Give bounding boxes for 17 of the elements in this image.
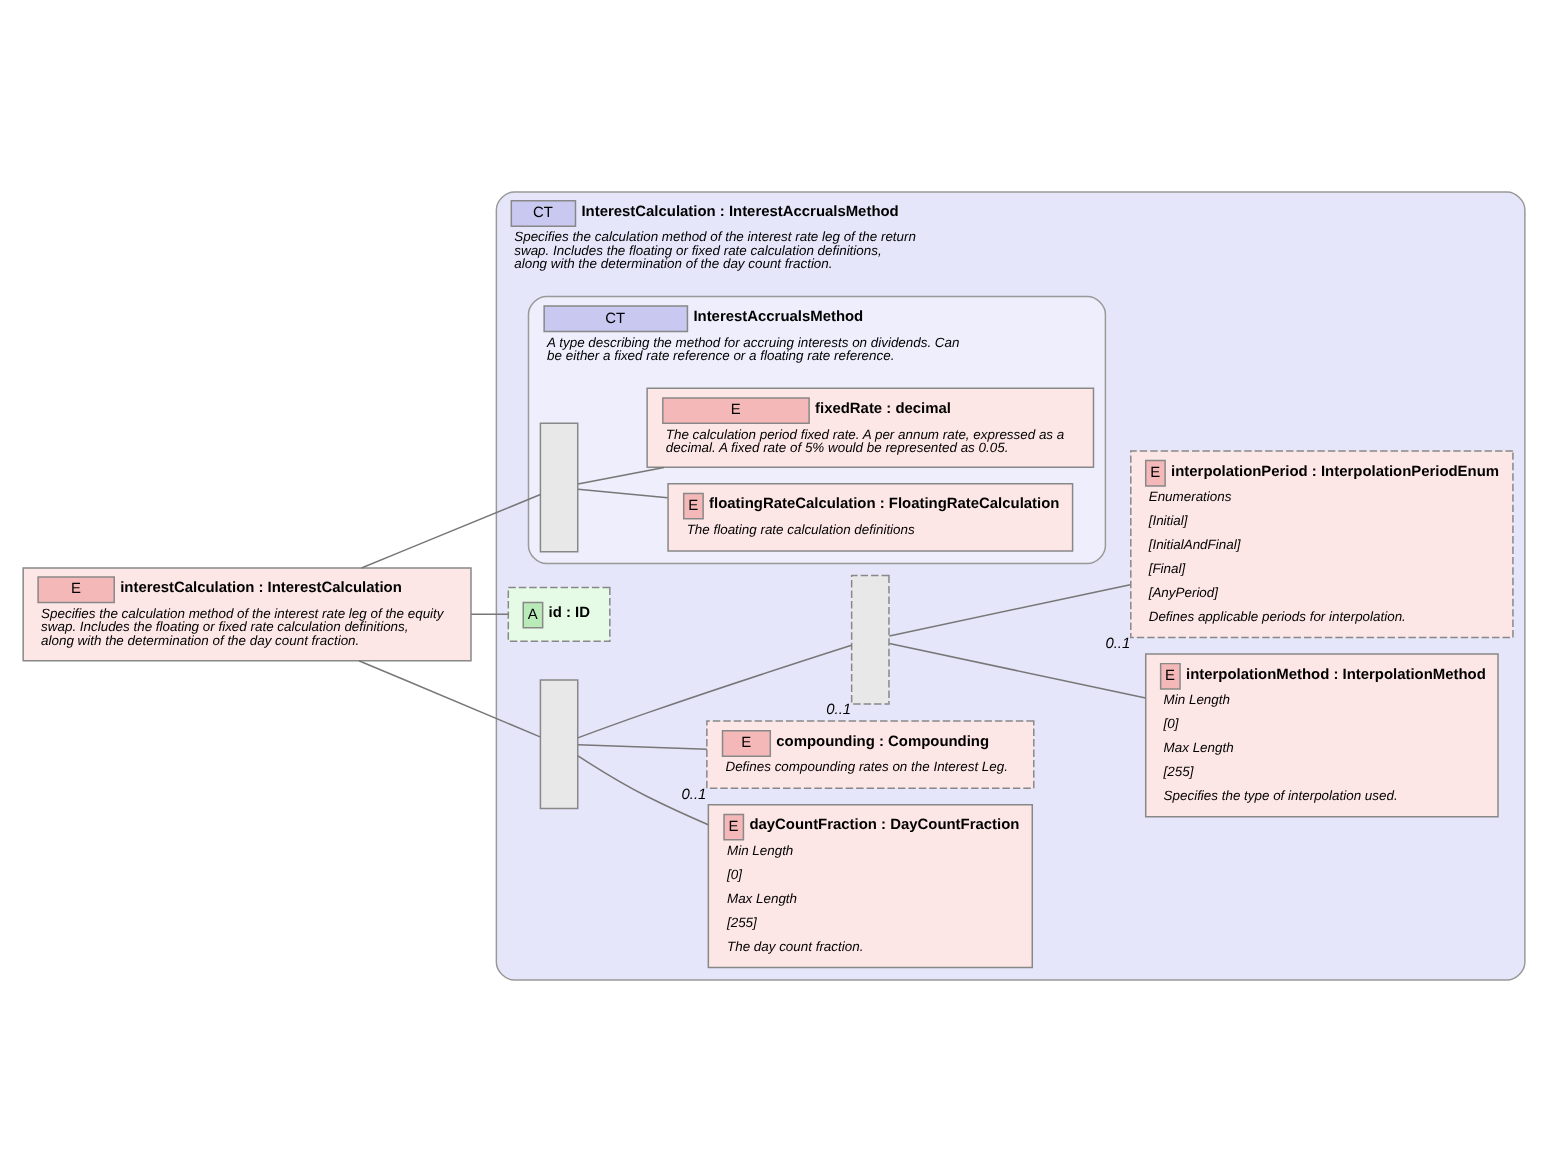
node-box — [539, 679, 579, 810]
node-label: 0..1 — [1105, 633, 1131, 652]
connector — [888, 583, 1131, 637]
connector — [577, 488, 669, 499]
connector — [577, 744, 708, 750]
connector — [577, 755, 709, 826]
node-box — [850, 574, 890, 705]
node-label: 0..1 — [681, 784, 707, 803]
connector — [577, 644, 853, 739]
connector — [360, 493, 542, 569]
node-box: A id : ID — [507, 586, 611, 642]
connector — [358, 659, 541, 738]
connector — [577, 466, 665, 485]
node-label: 0..1 — [826, 700, 852, 719]
connector — [470, 613, 509, 616]
connector — [888, 642, 1147, 699]
node-box — [539, 422, 579, 553]
